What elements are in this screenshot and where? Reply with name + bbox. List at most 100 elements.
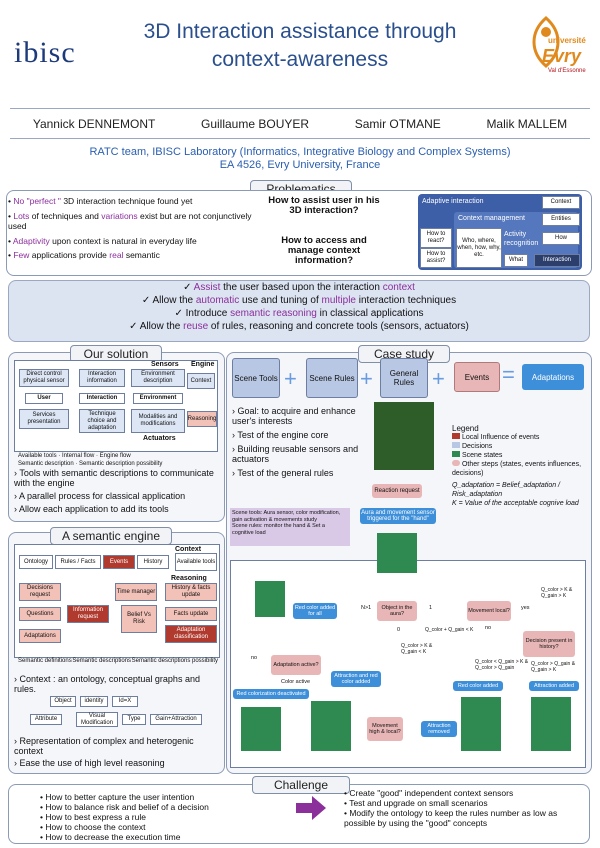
legend-scene: Scene states <box>452 451 584 460</box>
plus-icon: + <box>360 366 373 391</box>
attr-red-node: Attraction and red color added <box>331 671 381 687</box>
engine-bullet-1: › Context : an ontology, conceptual grap… <box>14 674 200 694</box>
question-1: How to assist user in his 3D interaction… <box>268 195 380 216</box>
onto-identity: identity <box>80 696 108 707</box>
scene-image-left <box>255 581 285 617</box>
case-bullet: › Test of the engine core <box>232 430 329 440</box>
activity-label: Activity recognition <box>504 231 539 247</box>
red-all-node: Red color added for all <box>293 603 337 619</box>
yes-label: yes <box>521 605 530 611</box>
scene-desc-box: Scene tools: Aura sensor, color modifica… <box>230 508 350 546</box>
challenge-box <box>8 784 590 844</box>
solution-bullet: › Allow each application to add its tool… <box>14 504 169 514</box>
how-assist-node: How to assist? <box>420 248 452 268</box>
engine-legend-1: Semantic definitions <box>18 658 72 664</box>
history-node: History <box>137 555 169 569</box>
assist-line-2: ✓ Allow the automatic use and tuning of … <box>141 295 457 306</box>
onto-id: Id=X <box>112 696 138 707</box>
legend-title: Legend <box>452 424 479 433</box>
legend-available-tools: Available tools <box>18 453 57 459</box>
engine-bullet-2: › Representation of complex and heteroge… <box>14 736 194 756</box>
decisions-node: Decisions request <box>19 583 61 601</box>
solution-bullet: › Tools with semantic descriptions to co… <box>14 468 214 488</box>
author-1: Yannick DENNEMONT <box>32 117 156 131</box>
solution-bullet: › A parallel process for classical appli… <box>14 491 186 501</box>
onto-gain: Gain+Attraction <box>150 714 202 725</box>
belief-node: Belief Vs Risk <box>121 605 157 633</box>
authors-rule <box>10 138 590 139</box>
interaction-info-node: Interaction information <box>79 369 125 387</box>
reasoning-node: Reasoning <box>187 411 217 427</box>
challenge-left-list: • How to better capture the user intenti… <box>40 792 280 842</box>
challenge-left-item: • How to decrease the execution time <box>40 832 181 842</box>
evry-logo: université Evry Val d'Essonne <box>500 12 592 102</box>
cond-1-label: Q_color > K & Q_gain < K <box>401 643 433 655</box>
affiliation: RATC team, IBISC Laboratory (Informatics… <box>10 146 590 172</box>
zero-label: 0 <box>397 627 401 633</box>
case-bullet: › Building reusable sensors and actuator… <box>232 444 359 464</box>
scene-image-top <box>377 533 417 573</box>
adaptive-diagram: Adaptive interaction Context Context man… <box>418 194 582 270</box>
legend-other: Other steps (states, events influences, … <box>452 460 582 477</box>
prob-item: • No "perfect " 3D interaction technique… <box>8 196 193 206</box>
actuators-label: Actuators <box>143 435 176 442</box>
who-where-node: Who, where, when, how, why, etc. <box>456 228 502 268</box>
onto-attribute: Attribute <box>30 714 62 725</box>
history-facts-node: History & facts update <box>165 583 217 601</box>
general-rules-box: General Rules <box>380 358 428 398</box>
legend-internal-flow: Internal flow <box>61 453 95 459</box>
assist-line-1: ✓ Assist the user based upon the interac… <box>183 282 415 293</box>
author-3: Samir OTMANE <box>354 117 441 131</box>
formula-1: Q_adaptation = Belief_adaptation / Risk_… <box>452 482 561 498</box>
env-desc-node: Environment description <box>131 369 185 387</box>
adaptations-node: Adaptations <box>19 629 61 643</box>
ibisc-logo-text: ibisc <box>14 36 76 69</box>
engine-label: Engine <box>191 361 215 368</box>
legend-semantic-desc: Semantic description <box>18 461 74 467</box>
how-react-node: How to react? <box>420 228 452 248</box>
solution-bullets: › Tools with semantic descriptions to co… <box>14 468 220 514</box>
user-node: User <box>25 393 63 404</box>
services-node: Services presentation <box>19 409 69 429</box>
scene-image-br <box>461 697 501 751</box>
ontology-mini-graph: Object identity Id=X Attribute Visual Mo… <box>20 696 220 730</box>
solution-legend: Available tools · Internal flow · Engine… <box>18 453 163 467</box>
reaction-node: Reaction request <box>372 484 422 498</box>
red-added-node: Red color added <box>453 681 503 691</box>
decision-hist-node: Decision present in history? <box>523 631 575 657</box>
adaptations-box: Adaptations <box>522 364 584 390</box>
challenge-left-item: • How to best express a rule <box>40 812 146 822</box>
case-bullets: › Goal: to acquire and enhance user's in… <box>232 406 372 478</box>
red-deact-node: Red colorization deactivated <box>233 689 309 699</box>
challenge-title: Challenge <box>252 776 350 794</box>
challenge-left-item: • How to choose the context <box>40 822 146 832</box>
assist-band: ✓ Assist the user based upon the interac… <box>8 280 590 342</box>
no-label: no <box>485 625 492 631</box>
interaction-node: Interaction <box>534 254 580 267</box>
engine-bullet-3: › Ease the use of high level reasoning <box>14 758 165 768</box>
adapt-class-node: Adaptation classification <box>165 625 217 643</box>
solution-diagram: Sensors Engine Direct control physical s… <box>14 360 218 452</box>
events-node: Events <box>103 555 135 569</box>
sensors-label: Sensors <box>151 361 179 368</box>
author-4: Malik MALLEM <box>486 117 568 131</box>
legend-engine-flow: Engine flow <box>99 453 131 459</box>
no-label-2: no <box>251 655 258 661</box>
poster-title: 3D Interaction assistance through contex… <box>143 20 457 71</box>
flow-diagram: Red color added for all N>1 Object in th… <box>230 533 586 768</box>
object-aura-node: Object in the aura? <box>377 601 417 621</box>
challenge-right-item: • Create "good" independent context sens… <box>344 788 514 798</box>
what-node: What <box>504 254 528 267</box>
case-legend: Legend Local Influence of events Decisio… <box>452 424 584 508</box>
case-bullet: › Goal: to acquire and enhance user's in… <box>232 406 356 426</box>
cond-4-label: Q_color > K & Q_gain > K <box>541 587 573 599</box>
engine-legend: Semantic definitions Semantic descriptio… <box>18 658 218 665</box>
scene-tools-box: Scene Tools <box>232 358 280 398</box>
scene-image-brr <box>531 697 571 751</box>
prob-item: • Adaptivity upon context is natural in … <box>8 235 197 246</box>
problematics-list: • No "perfect " 3D interaction technique… <box>8 196 258 265</box>
attr-removed-node: Attraction removed <box>421 721 457 737</box>
onto-type: Type <box>122 714 146 725</box>
reasoning-label: Reasoning <box>171 575 207 582</box>
legend-semantic-possibility: Semantic description possibility <box>79 461 163 467</box>
